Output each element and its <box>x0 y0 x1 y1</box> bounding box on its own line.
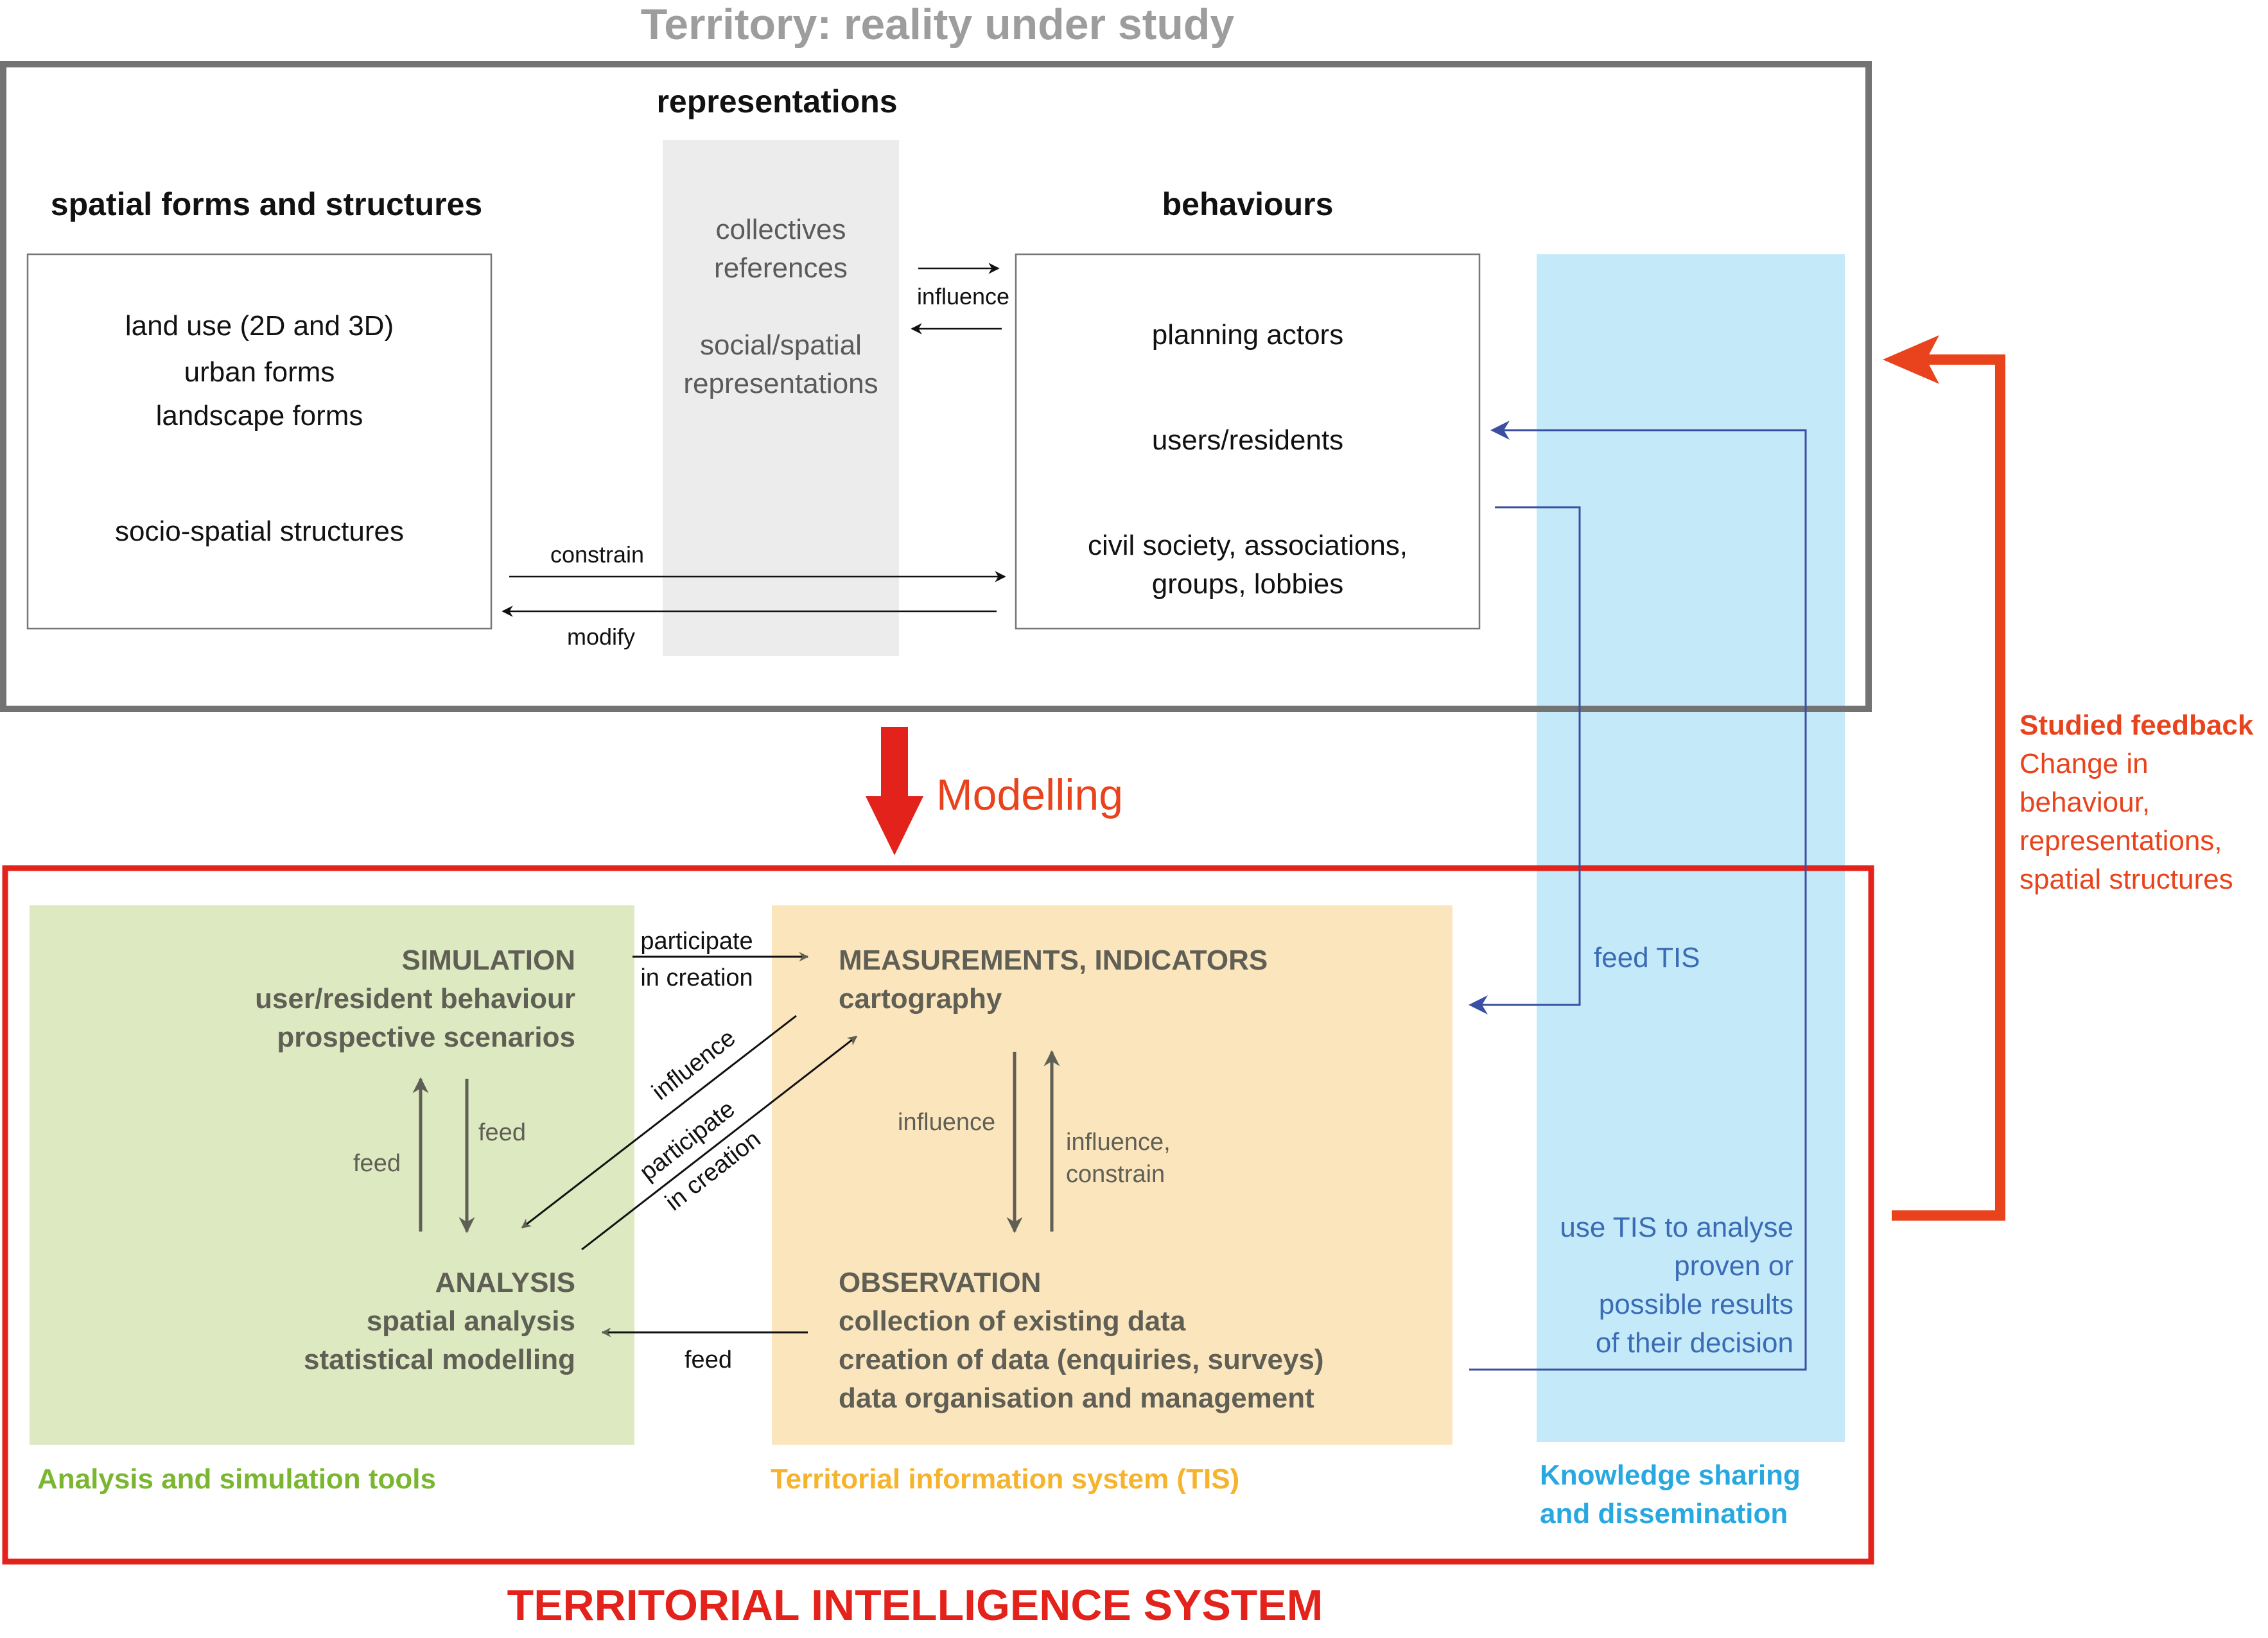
territory-frame <box>0 61 1872 712</box>
measurements-title: MEASUREMENTS, INDICATORS <box>839 945 1268 976</box>
knowledge-caption-line-2: and dissemination <box>1540 1498 1788 1529</box>
measurements-line-1: cartography <box>839 983 1002 1015</box>
feed-left-label: feed <box>353 1150 401 1177</box>
simulation-line-1: user/resident behaviour <box>255 983 575 1015</box>
knowledge-column-bg <box>1537 254 1845 1442</box>
analysis-block: ANALYSIS spatial analysis statistical mo… <box>96 1264 575 1379</box>
behaviours-item-users: users/residents <box>1151 424 1344 456</box>
spatial-item-landscape-forms: landscape forms <box>155 400 363 431</box>
observation-title: OBSERVATION <box>839 1267 1042 1298</box>
spatial-item-socio-spatial: socio-spatial structures <box>115 516 404 547</box>
observation-block: OBSERVATION collection of existing data … <box>839 1264 1324 1418</box>
feed-tis-label: feed TIS <box>1594 942 1700 973</box>
influence-mid-label: influence <box>898 1109 996 1136</box>
knowledge-caption-line-1: Knowledge sharing <box>1540 1459 1801 1491</box>
users-feedback-line <box>1469 421 1807 1371</box>
measurements-block: MEASUREMENTS, INDICATORS cartography <box>839 941 1268 1018</box>
studied-feedback-arrow <box>1892 354 2005 1221</box>
representations-line-2: references <box>714 252 848 284</box>
behaviours-item-civil-1: civil society, associations, <box>1087 530 1408 561</box>
behaviours-box <box>1015 253 1481 630</box>
participate-line-1: participate <box>640 928 753 955</box>
tis-caption: Territorial information system (TIS) <box>771 1463 1240 1495</box>
use-tis-text: use TIS to analyse proven or possible re… <box>1537 1208 1793 1363</box>
observation-line-2: creation of data (enquiries, surveys) <box>839 1344 1324 1375</box>
tis-bg <box>772 905 1452 1445</box>
simulation-title: SIMULATION <box>401 945 576 976</box>
studied-feedback-line-1: Change in <box>2019 748 2149 780</box>
participate-diag-arrow <box>581 1035 858 1251</box>
participate-line-2: in creation <box>640 964 753 991</box>
constrain-label: constrain <box>550 541 645 568</box>
representations-line-3: social/spatial <box>700 329 862 361</box>
studied-feedback-line-2: behaviour, <box>2019 787 2150 818</box>
studied-feedback-heading: Studied feedback <box>2019 710 2254 741</box>
spatial-forms-box <box>26 253 493 630</box>
use-tis-line-2: proven or <box>1674 1250 1793 1282</box>
spatial-item-land-use: land use (2D and 3D) <box>125 310 394 342</box>
influence-constrain-line-2: constrain <box>1066 1161 1165 1188</box>
use-tis-line-4: of their decision <box>1595 1327 1793 1359</box>
modify-label: modify <box>566 623 636 650</box>
feed-tis-line <box>1469 506 1581 1015</box>
observation-line-1: collection of existing data <box>839 1305 1186 1337</box>
analysis-tools-caption: Analysis and simulation tools <box>37 1463 437 1495</box>
analysis-line-1: spatial analysis <box>366 1305 575 1337</box>
representations-line-1: collectives <box>715 214 846 245</box>
behaviours-item-planning: planning actors <box>1151 319 1344 351</box>
feed-right-label: feed <box>478 1119 526 1146</box>
studied-feedback-text: Studied feedback Change in behaviour, re… <box>2019 706 2253 899</box>
knowledge-caption: Knowledge sharing and dissemination <box>1540 1456 1801 1533</box>
studied-feedback-arrowhead <box>1883 335 1939 384</box>
simulation-block: SIMULATION user/resident behaviour prosp… <box>96 941 575 1057</box>
territory-title: Territory: reality under study <box>640 0 1235 49</box>
analysis-line-2: statistical modelling <box>304 1344 575 1375</box>
behaviours-heading: behaviours <box>1162 186 1334 222</box>
analysis-title: ANALYSIS <box>435 1267 575 1298</box>
representations-column-bg <box>663 140 899 656</box>
studied-feedback-line-4: spatial structures <box>2019 864 2233 895</box>
influence-diag-label: influence <box>647 1024 741 1106</box>
spatial-item-urban-forms: urban forms <box>184 356 335 388</box>
representations-spacer <box>663 288 899 326</box>
behaviours-item-civil-2: groups, lobbies <box>1151 568 1344 600</box>
influence-constrain-label: influence, constrain <box>1066 1126 1171 1190</box>
territorial-intelligence-title: TERRITORIAL INTELLIGENCE SYSTEM <box>507 1581 1323 1630</box>
influence-diag-arrow <box>521 1015 797 1229</box>
feed-bottom-label: feed <box>685 1346 732 1373</box>
use-tis-line-3: possible results <box>1598 1289 1793 1320</box>
spatial-forms-heading: spatial forms and structures <box>50 186 483 222</box>
influence-label: influence <box>916 283 1010 309</box>
representations-heading: representations <box>656 83 898 119</box>
participate-label: participate in creation <box>629 923 764 997</box>
studied-feedback-line-3: representations, <box>2019 825 2222 857</box>
use-tis-line-1: use TIS to analyse <box>1560 1212 1793 1243</box>
representations-text: collectives references social/spatial re… <box>663 211 899 403</box>
influence-constrain-line-1: influence, <box>1066 1129 1171 1156</box>
modelling-label: Modelling <box>936 771 1124 819</box>
representations-line-4: representations <box>683 368 878 399</box>
simulation-line-2: prospective scenarios <box>277 1022 575 1053</box>
modelling-arrow <box>866 727 923 855</box>
tis-system-frame <box>2 865 1874 1565</box>
analysis-tools-bg <box>30 905 634 1445</box>
observation-line-3: data organisation and management <box>839 1382 1314 1414</box>
